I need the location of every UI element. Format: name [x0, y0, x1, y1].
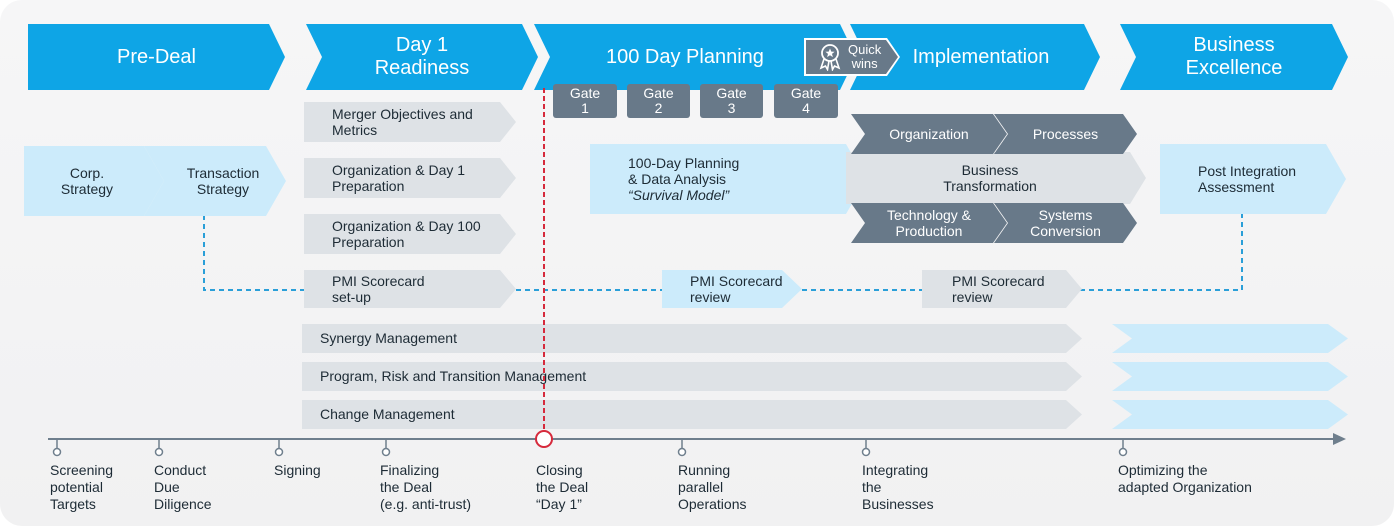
workstream-continuation — [1112, 400, 1348, 429]
technology-production-step: Technology &Production — [851, 203, 1007, 243]
workstream-program-risk-transition: Program, Risk and Transition Management — [302, 362, 1082, 391]
corp-strategy-step: Corp.Strategy — [24, 146, 164, 216]
timeline-arrowhead — [1333, 433, 1346, 445]
workstream-synergy-management: Synergy Management — [302, 324, 1082, 353]
timeline-tick-dot — [1118, 447, 1128, 457]
timeline-tick-dot — [52, 447, 62, 457]
timeline-tick-dot — [677, 447, 687, 457]
timeline-ticks — [52, 439, 1128, 457]
phase-100-day-planning: 100 Day Planning — [534, 24, 856, 90]
quick-wins-label: Quick — [848, 42, 882, 58]
timeline-tick-dot — [381, 447, 391, 457]
timeline-tick-dot — [154, 447, 164, 457]
processes-step: Processes — [994, 114, 1137, 154]
planning-data-analysis-step: 100-Day Planning& Data Analysis“Survival… — [590, 144, 866, 214]
milestone-label: Signing — [274, 462, 321, 478]
phase-pre-deal: Pre-Deal — [28, 24, 285, 90]
day1-milestone-marker — [535, 430, 553, 448]
organization-step: Organization — [851, 114, 1007, 154]
award-ribbon-icon — [817, 43, 843, 71]
workstream-continuation — [1112, 324, 1348, 353]
quick-wins-label: wins — [851, 56, 878, 71]
scorecard-dashed-link — [203, 215, 320, 291]
survival-model-label: “Survival Model” — [628, 187, 730, 204]
workstream-change-management: Change Management — [302, 400, 1082, 429]
timeline-tick-dot — [861, 447, 871, 457]
workstream-continuation — [1112, 362, 1348, 391]
scorecard-dashed-link — [1080, 213, 1243, 291]
timeline-tick-dot — [274, 447, 284, 457]
